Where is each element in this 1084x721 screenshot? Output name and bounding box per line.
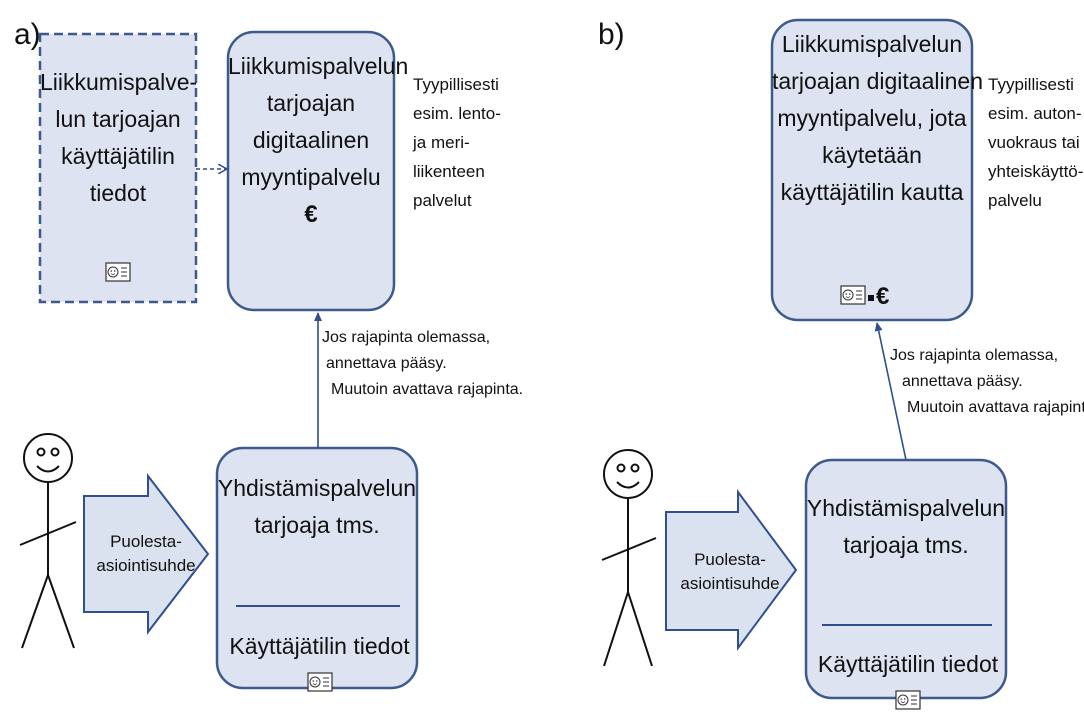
- aggregator-footer-a: Käyttäjätilin tiedot: [222, 628, 417, 703]
- box-line: Yhdistämispalvelun: [217, 475, 417, 501]
- sales-service-box-b-text: Liikkumispalvelun tarjoajan digitaalinen…: [772, 26, 983, 211]
- id-card-icon: [306, 666, 333, 703]
- note-line: liikenteen: [413, 162, 485, 181]
- relation-label-a: Puolesta- asiointisuhde: [84, 530, 208, 578]
- box-line: lun tarjoajan: [55, 106, 181, 132]
- id-card-icon: [895, 684, 921, 721]
- euro-symbol: €: [304, 201, 318, 228]
- link-icon: [868, 294, 874, 301]
- api-arrow-b: [874, 322, 907, 461]
- sales-service-box-a: [226, 30, 396, 312]
- euro-symbol: €: [876, 283, 890, 310]
- box-line: tarjoajan: [266, 90, 356, 116]
- relation-arrow-b: [665, 488, 798, 652]
- sales-service-box-b: [770, 18, 974, 322]
- id-card-icon: [105, 262, 131, 287]
- note-line: esim. auton-: [988, 104, 1082, 123]
- box-line: myyntipalvelu, jota: [777, 105, 967, 131]
- box-line: tarjoaja tms.: [843, 532, 969, 558]
- api-note-line: Jos rajapinta olemassa,: [890, 347, 1059, 364]
- box-line: käyttäjätilin kautta: [780, 179, 964, 205]
- api-note-line: Muutoin avattava rajapinta.: [907, 399, 1084, 416]
- box-line: Yhdistämispalvelun: [806, 495, 1006, 521]
- relation-line: asiointisuhde: [96, 556, 196, 575]
- account-data-box-a: [38, 32, 198, 304]
- relation-line: asiointisuhde: [680, 574, 780, 593]
- stick-figure-a: [19, 433, 77, 649]
- note-line: ja meri-: [413, 133, 470, 152]
- note-line: Tyypillisesti: [988, 75, 1074, 94]
- aggregator-footer-b: Käyttäjätilin tiedot: [810, 646, 1006, 721]
- box-line: tarjoajan digitaalinen: [772, 68, 983, 94]
- account-data-label: Käyttäjätilin tiedot: [229, 633, 410, 659]
- id-card-icon: [840, 285, 866, 311]
- api-note-line: annettava pääsy.: [326, 355, 447, 372]
- box-line: käytetään: [822, 142, 922, 168]
- typical-note-b: Tyypillisesti esim. auton- vuokraus tai …: [988, 70, 1083, 215]
- note-line: Tyypillisesti: [413, 75, 499, 94]
- panel-label-a: a): [14, 18, 41, 51]
- stick-figure-b: [601, 449, 657, 667]
- api-note-a: Jos rajapinta olemassa, annettava pääsy.…: [322, 325, 523, 403]
- note-line: vuokraus tai: [988, 133, 1080, 152]
- box-line: käyttäjätilin: [61, 143, 175, 169]
- account-payment-icons-b: €: [840, 284, 889, 311]
- note-line: esim. lento-: [413, 104, 501, 123]
- api-note-line: annettava pääsy.: [902, 373, 1023, 390]
- api-note-line: Muutoin avattava rajapinta.: [331, 381, 524, 398]
- note-line: palvelu: [988, 191, 1042, 210]
- box-line: Liikkumispalve-: [40, 69, 198, 95]
- note-line: yhteiskäyttö-: [988, 162, 1084, 181]
- box-line: tiedot: [89, 180, 147, 206]
- box-line: tarjoaja tms.: [254, 512, 380, 538]
- api-note-line: Jos rajapinta olemassa,: [322, 329, 491, 346]
- account-data-box-a-text: Liikkumispalve- lun tarjoajan käyttäjäti…: [40, 64, 198, 212]
- typical-note-a: Tyypillisesti esim. lento- ja meri- liik…: [413, 70, 501, 215]
- panel-label-b: b): [598, 18, 625, 51]
- box-line: Liikkumispalvelun: [228, 53, 409, 79]
- relation-label-b: Puolesta- asiointisuhde: [666, 548, 794, 596]
- box-line: Liikkumispalvelun: [781, 31, 963, 57]
- aggregator-box-b-text: Yhdistämispalvelun tarjoaja tms.: [806, 490, 1006, 564]
- relation-line: Puolesta-: [694, 550, 766, 569]
- api-note-b: Jos rajapinta olemassa, annettava pääsy.…: [890, 343, 1084, 421]
- box-line: myyntipalvelu: [241, 164, 381, 190]
- note-line: palvelut: [413, 191, 472, 210]
- sales-service-box-a-text: Liikkumispalvelun tarjoajan digitaalinen…: [228, 48, 409, 233]
- relation-line: Puolesta-: [110, 532, 182, 551]
- relation-arrow-a: [83, 473, 210, 635]
- account-data-label: Käyttäjätilin tiedot: [817, 651, 999, 677]
- box-line: digitaalinen: [252, 127, 370, 153]
- aggregator-box-a-text: Yhdistämispalvelun tarjoaja tms.: [217, 470, 417, 544]
